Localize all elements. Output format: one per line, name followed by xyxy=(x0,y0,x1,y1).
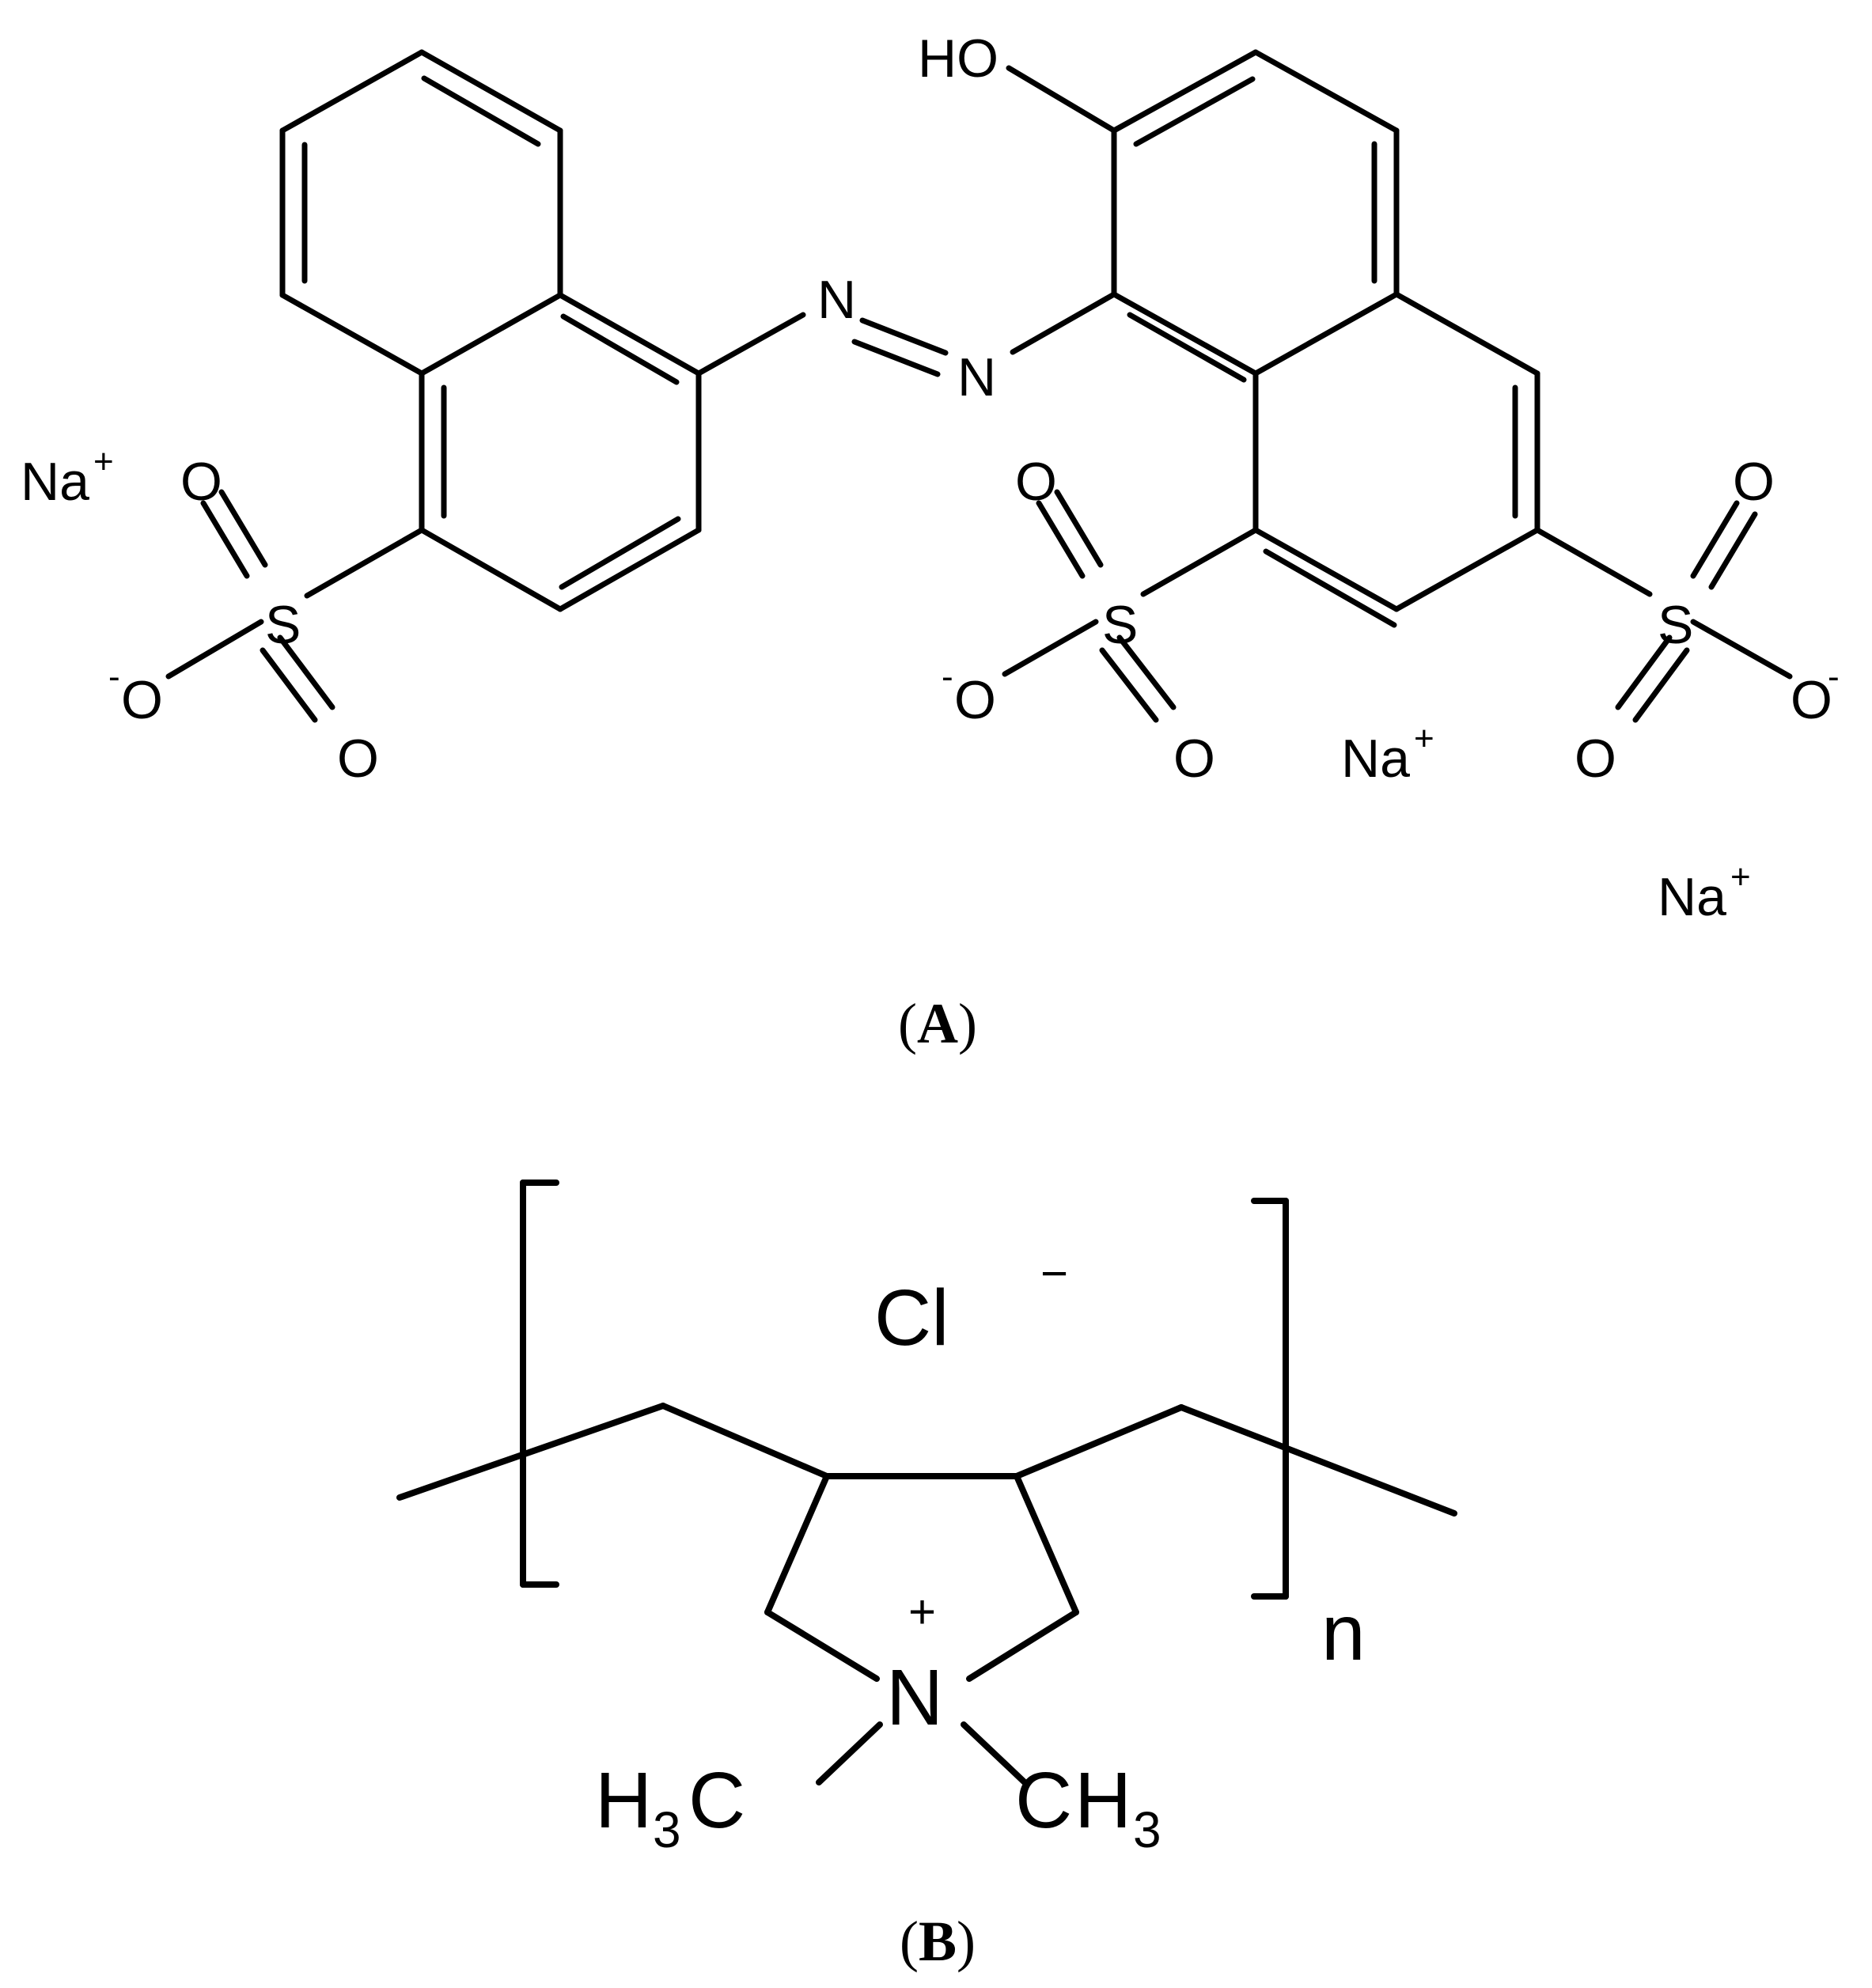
atom-oxide-middle: O xyxy=(954,670,996,730)
ring-left-outer xyxy=(279,49,563,377)
atom-chloride: Cl xyxy=(874,1274,949,1362)
atom-oxygen-right-bottom: O xyxy=(1575,729,1616,789)
methyl-left-c: C xyxy=(688,1756,745,1845)
bracket-left xyxy=(520,1180,559,1588)
svg-text:(A): (A) xyxy=(898,992,977,1055)
charge-oxide-middle: - xyxy=(942,657,953,696)
azo-linkage xyxy=(695,291,1117,377)
panel-label-a: (A) xyxy=(898,992,977,1055)
bond-hydroxyl xyxy=(1006,65,1117,134)
atom-oxygen-left-top: O xyxy=(180,452,222,512)
sodium-ion-3: Na + xyxy=(1658,858,1751,927)
methyl-left: H 3 C xyxy=(595,1756,745,1858)
sodium-ion-2: Na + xyxy=(1341,719,1434,789)
charge-sodium-3: + xyxy=(1730,858,1751,896)
atom-sodium-3: Na xyxy=(1658,867,1726,927)
atom-oxygen-middle-bottom: O xyxy=(1173,729,1215,789)
sodium-ion-1: Na + xyxy=(21,442,114,512)
bracket-right xyxy=(1251,1198,1289,1600)
ring-right-top xyxy=(1111,49,1400,383)
charge-sodium-2: + xyxy=(1414,719,1434,758)
atom-sodium-2: Na xyxy=(1341,729,1410,789)
methyl-left-sub: 3 xyxy=(653,1801,681,1858)
atom-azo-n1: N xyxy=(817,270,856,330)
backbone xyxy=(396,1403,1457,1517)
atom-sulfur-right: S xyxy=(1658,595,1693,655)
atom-oxygen-right-top: O xyxy=(1733,452,1775,512)
pyrrolidinium-ring xyxy=(764,1473,1079,1785)
sulfonate-right xyxy=(1534,500,1793,723)
svg-text:(B): (B) xyxy=(900,1910,976,1973)
atom-hydroxyl: HO xyxy=(918,28,999,89)
charge-oxide-right: - xyxy=(1828,657,1840,696)
methyl-left-h: H xyxy=(595,1756,652,1845)
atom-nitrogen: N xyxy=(886,1653,943,1742)
structure-a: HO N N S O O - O S O O - O S O O O - Na … xyxy=(21,28,1840,1055)
sulfonate-left xyxy=(165,489,425,723)
ring-left-inner xyxy=(419,292,702,612)
atom-oxide-right: O xyxy=(1791,670,1832,730)
atom-oxygen-middle-top: O xyxy=(1015,452,1057,512)
sulfonate-middle xyxy=(1002,489,1259,723)
panel-label-b: (B) xyxy=(900,1910,976,1973)
charge-oxide-left: - xyxy=(108,657,120,696)
panel-label-a-text: A xyxy=(917,992,958,1055)
methyl-right-sub: 3 xyxy=(1133,1801,1161,1858)
atom-oxide-left: O xyxy=(121,670,163,730)
charge-nitrogen: + xyxy=(908,1585,936,1638)
charge-chloride: − xyxy=(1040,1247,1068,1300)
structure-b: Cl − + N H 3 C C H 3 n (B) xyxy=(396,1180,1457,1973)
methyl-right-h: H xyxy=(1074,1756,1131,1845)
atom-sulfur-left: S xyxy=(265,595,301,655)
charge-sodium-1: + xyxy=(93,442,114,481)
atom-sodium-1: Na xyxy=(21,452,89,512)
panel-label-b-text: B xyxy=(919,1910,957,1973)
methyl-right-c: C xyxy=(1015,1756,1072,1845)
atom-azo-n2: N xyxy=(957,347,996,407)
methyl-right: C H 3 xyxy=(1015,1756,1161,1858)
repeat-subscript: n xyxy=(1321,1589,1366,1677)
atom-oxygen-left-bottom: O xyxy=(337,729,379,789)
atom-sulfur-middle: S xyxy=(1102,595,1138,655)
ring-right-bottom xyxy=(1252,291,1540,628)
